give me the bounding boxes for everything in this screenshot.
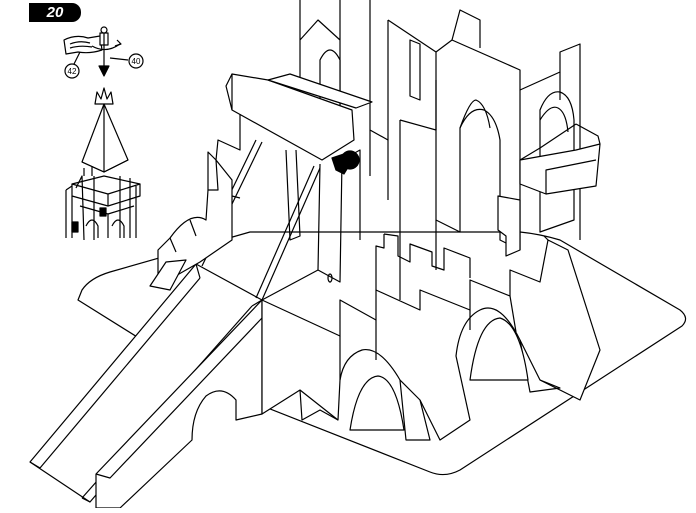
left-battlement (149, 159, 233, 291)
step-number-badge: 20 (29, 3, 81, 22)
front-arch-right (469, 317, 529, 381)
callout-circle-40 (128, 53, 144, 69)
down-arrow (98, 65, 110, 77)
front-arch-wall (261, 239, 601, 441)
callout-label-40: 40 (132, 57, 141, 66)
callout-circle-42 (64, 63, 80, 79)
crown-finial (94, 87, 114, 105)
front-arch-left (349, 375, 405, 431)
flag-piece (63, 35, 103, 55)
finial-insert-detail: 42 40 (63, 26, 144, 241)
gatehouse (207, 73, 373, 301)
front-right-crenels (375, 195, 549, 290)
spire-roof (81, 103, 129, 173)
mini-tower (65, 166, 141, 241)
right-balcony (519, 123, 601, 195)
bridge-support (95, 299, 263, 509)
callout-label-42: 42 (68, 67, 77, 76)
